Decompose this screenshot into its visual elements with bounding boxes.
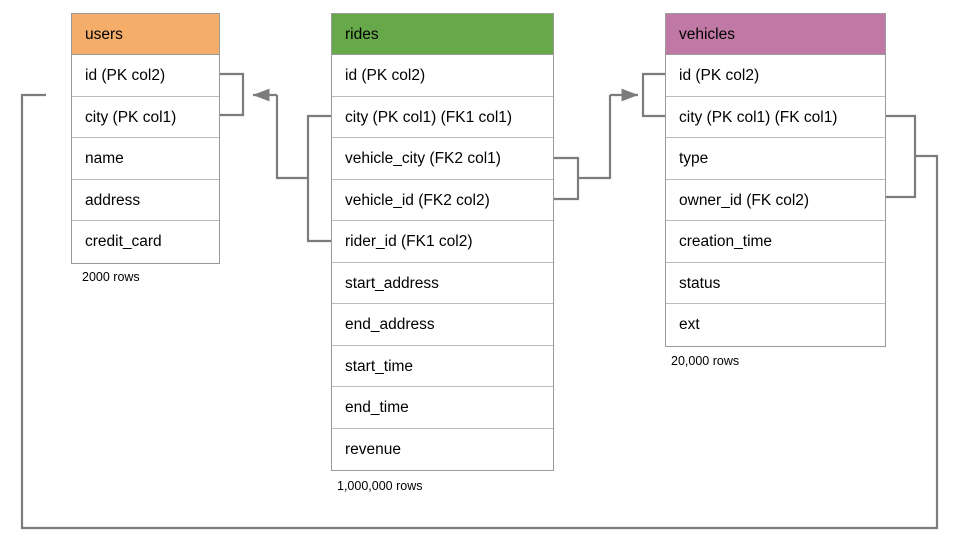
column-rides-end-time[interactable]: end_time — [332, 387, 553, 429]
row-count-vehicles: 20,000 rows — [671, 354, 740, 368]
column-users-city[interactable]: city (PK col1) — [72, 97, 219, 138]
column-rides-vehicle-id[interactable]: vehicle_id (FK2 col2) — [332, 180, 553, 221]
row-count-rides: 1,000,000 rows — [337, 479, 423, 493]
column-rides-city[interactable]: city (PK col1) (FK1 col1) — [332, 97, 553, 138]
connector-rides-rider-to-users — [220, 72, 331, 243]
column-users-credit-card[interactable]: credit_card — [85, 233, 162, 250]
column-rides-id[interactable]: id (PK col2) — [332, 55, 553, 97]
column-rides-revenue[interactable]: revenue — [345, 440, 402, 458]
column-vehicles-owner-id[interactable]: owner_id (FK col2) — [666, 180, 885, 221]
column-users-name[interactable]: name — [72, 138, 219, 180]
table-rides[interactable]: rides id (PK col2) city (PK col1) (FK1 c… — [331, 13, 554, 471]
column-vehicles-type[interactable]: type — [666, 138, 885, 180]
table-users-header: users — [72, 14, 219, 55]
column-rides-end-address[interactable]: end_address — [332, 304, 553, 346]
column-rides-start-address[interactable]: start_address — [332, 263, 553, 304]
table-vehicles[interactable]: vehicles id (PK col2) city (PK col1) (FK… — [665, 13, 886, 347]
column-vehicles-ext[interactable]: ext — [679, 316, 700, 333]
column-rides-start-time[interactable]: start_time — [332, 346, 553, 387]
column-rides-vehicle-city[interactable]: vehicle_city (FK2 col1) — [332, 138, 553, 180]
column-users-address[interactable]: address — [72, 180, 219, 221]
column-vehicles-city[interactable]: city (PK col1) (FK col1) — [666, 97, 885, 138]
column-vehicles-creation-time[interactable]: creation_time — [666, 221, 885, 263]
column-vehicles-status[interactable]: status — [666, 263, 885, 304]
column-vehicles-id[interactable]: id (PK col2) — [666, 55, 885, 97]
table-rides-header: rides — [332, 14, 553, 55]
column-users-id[interactable]: id (PK col2) — [72, 55, 219, 97]
table-vehicles-header: vehicles — [666, 14, 885, 55]
table-users[interactable]: users id (PK col2) city (PK col1) name a… — [71, 13, 220, 264]
connector-rides-vehicle-to-vehicles — [554, 72, 665, 201]
row-count-users: 2000 rows — [82, 270, 140, 284]
column-rides-rider-id[interactable]: rider_id (FK1 col2) — [332, 221, 553, 263]
